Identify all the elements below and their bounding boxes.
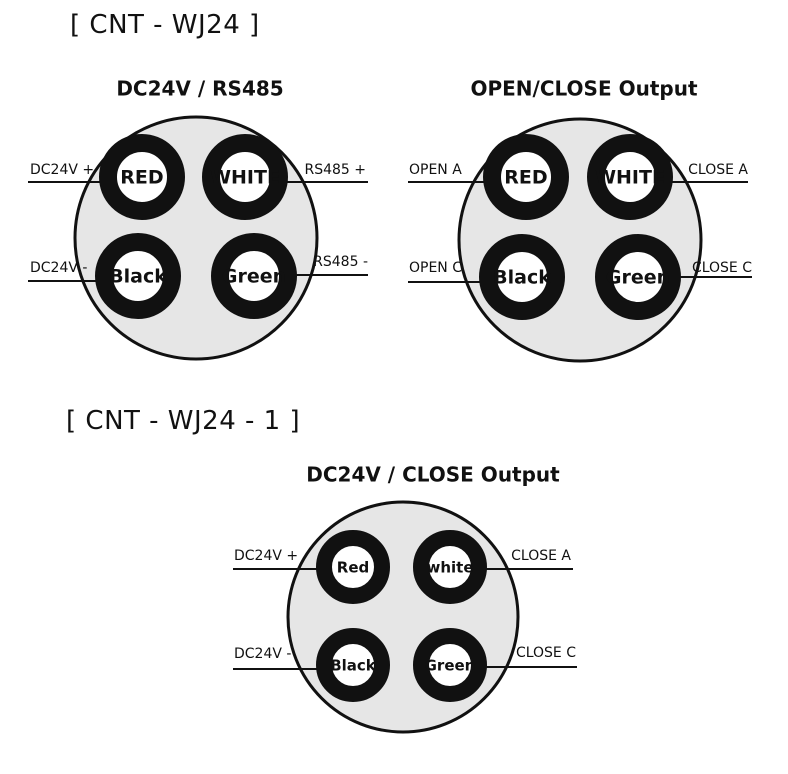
pin-br (595, 234, 681, 320)
connector-heading: OPEN/CLOSE Output (470, 77, 697, 101)
connector-body (286, 500, 520, 734)
pin-br (211, 233, 297, 319)
section-title-cnt-wj24-1: [ CNT - WJ24 - 1 ] (66, 406, 301, 436)
pin-bl (95, 233, 181, 319)
pin-tl (99, 134, 185, 220)
pin-label-tl: RED (504, 167, 547, 189)
wire-label-bl: OPEN C (409, 260, 462, 276)
wire-label-tl: DC24V + (30, 162, 94, 178)
wire-label-tl: DC24V + (234, 548, 298, 564)
pin-tl (483, 134, 569, 220)
pin-tr (413, 530, 487, 604)
pin-label-tl: RED (120, 167, 163, 189)
pin-tl (316, 530, 390, 604)
pin-label-br: Green (222, 266, 286, 288)
wire-label-bl: DC24V - (234, 646, 291, 662)
pin-label-tr: WHITE (595, 167, 665, 189)
pin-label-tr: WHITE (210, 167, 280, 189)
wire-label-br: CLOSE C (692, 260, 752, 276)
wire-label-tl: OPEN A (409, 162, 462, 178)
pin-label-tr: white (426, 559, 473, 577)
pin-label-bl: Black (493, 267, 551, 289)
pin-bl (316, 628, 390, 702)
connector-heading: DC24V / RS485 (116, 77, 283, 101)
section-title-cnt-wj24: [ CNT - WJ24 ] (70, 10, 260, 40)
pin-label-br: Green (425, 657, 476, 675)
pin-label-bl: Black (330, 657, 377, 675)
wire-label-br: RS485 - (313, 254, 368, 270)
pin-tr (202, 134, 288, 220)
pin-label-tl: Red (337, 559, 369, 577)
wire-label-tr: RS485 + (304, 162, 366, 178)
pin-tr (587, 134, 673, 220)
pin-br (413, 628, 487, 702)
pin-label-br: Green (606, 267, 670, 289)
wire-label-br: CLOSE C (516, 645, 576, 661)
pin-bl (479, 234, 565, 320)
wire-label-tr: CLOSE A (688, 162, 748, 178)
pin-label-bl: Black (109, 266, 167, 288)
wire-label-bl: DC24V - (30, 260, 87, 276)
connector-heading: DC24V / CLOSE Output (306, 463, 560, 487)
wire-label-tr: CLOSE A (511, 548, 571, 564)
